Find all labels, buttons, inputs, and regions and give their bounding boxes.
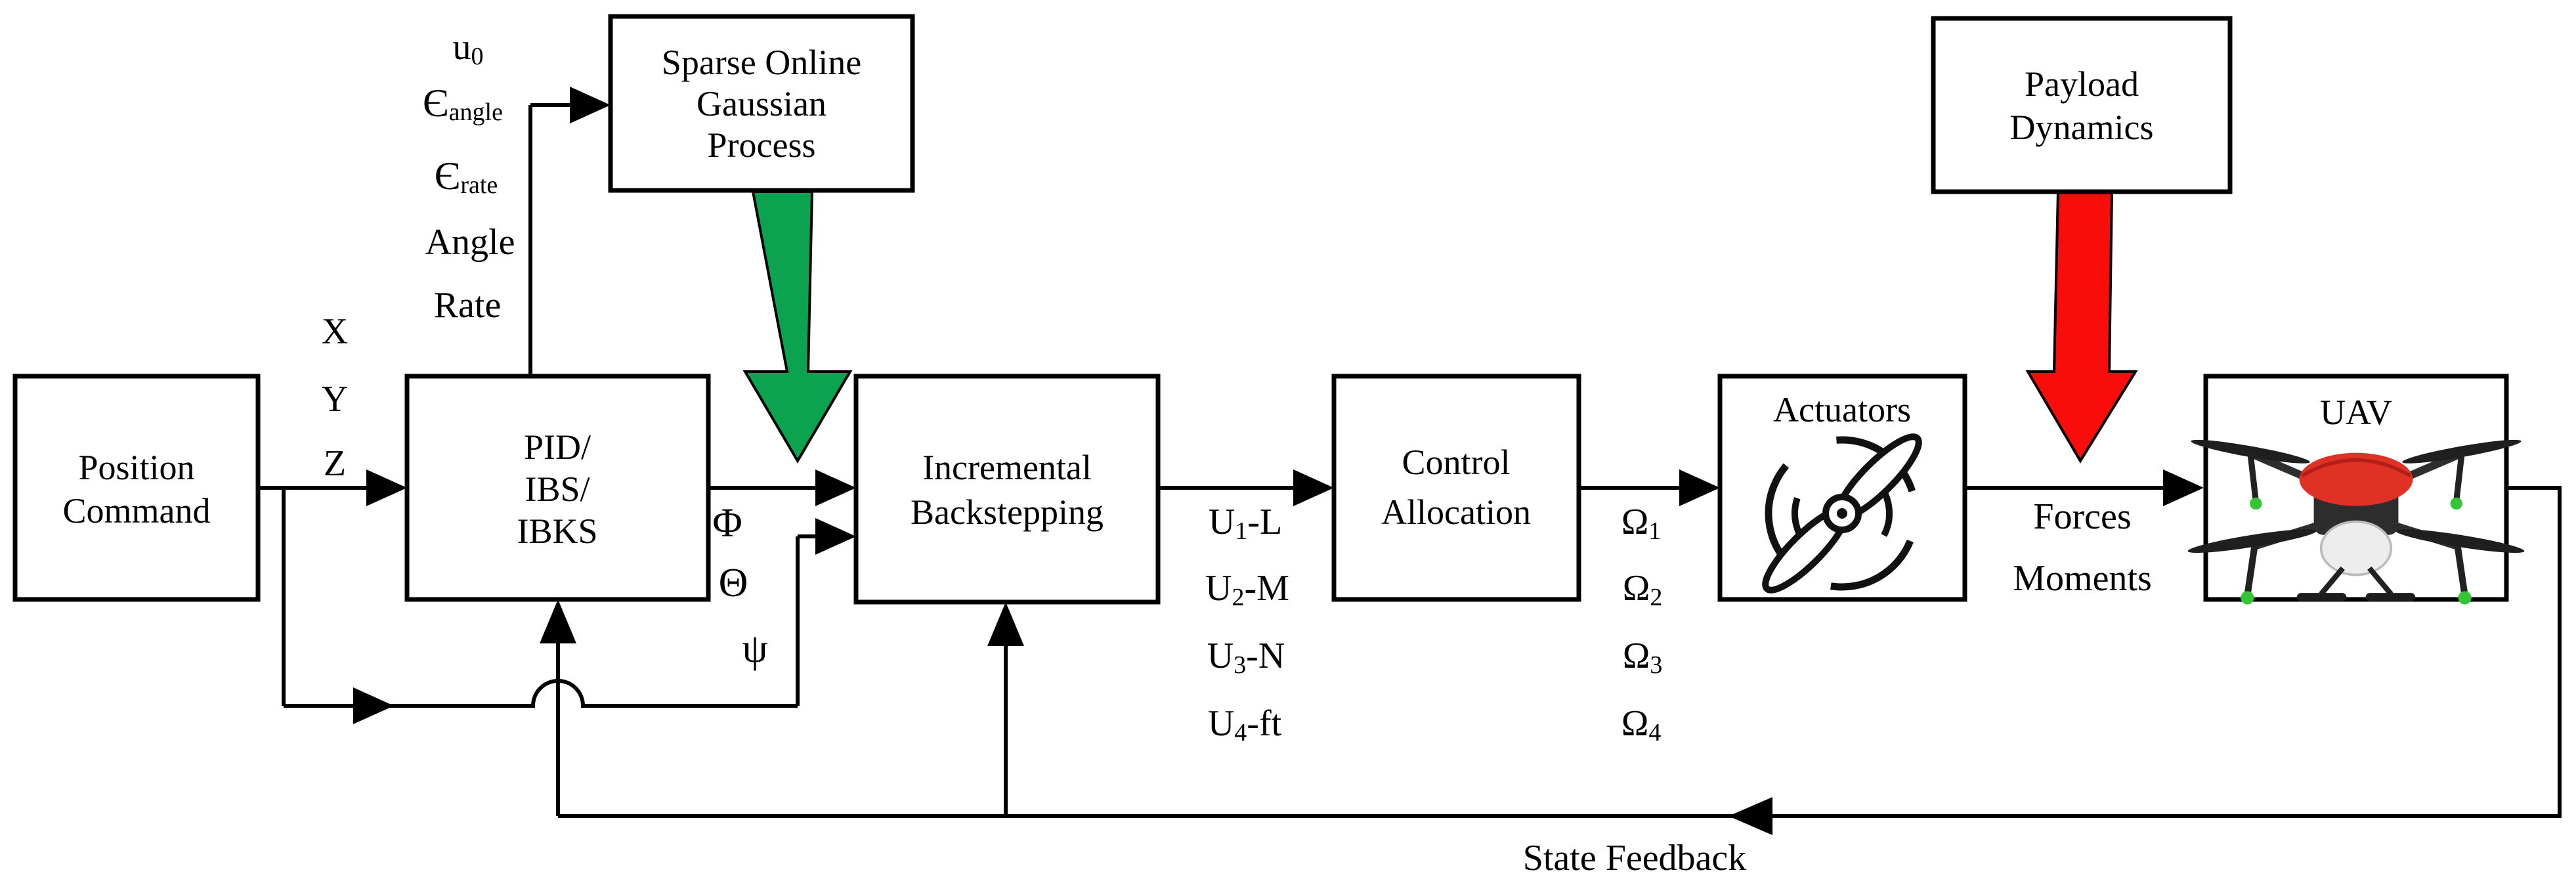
signal-angle: Angle [425,222,515,263]
signal-rate: Rate [434,285,502,326]
sogp-label: Sparse Online [662,43,861,82]
sogp-label: Process [708,125,816,165]
incremental-backstepping-box [853,374,1161,605]
drone-propeller [2402,439,2522,464]
uav-label: UAV [2320,393,2392,432]
signal-omega1: Ω1 [1621,502,1662,545]
signal-u0: u0 [453,27,484,70]
drone-motor-leg [2453,453,2465,502]
arrowhead-into-actuators [1679,469,1720,506]
arrowhead-feedback-into-ib [987,602,1024,646]
control-allocation-label: Control [1402,443,1510,482]
actuators-label: Actuators [1773,390,1911,429]
controller-box [404,374,711,602]
propeller-hub-center [1837,508,1847,519]
signal-phi: Φ [712,501,742,546]
signal-theta: Θ [719,561,748,605]
wire-state-feedback [558,486,2562,818]
drone-foot-tip [2458,591,2472,605]
state-feedback-label: State Feedback [1523,838,1747,878]
signal-u1: U1-L [1209,502,1282,545]
drone-skid-strut [2367,566,2394,596]
drone-propeller [2187,529,2317,553]
drone-skid [2365,593,2416,601]
arrowhead-state-feedback [1728,797,1772,835]
controller-label: IBKS [517,511,597,551]
propeller-swirl-outer [1765,436,1920,591]
drone-motor-leg [2247,453,2259,502]
incremental-backstepping-label: Backstepping [911,492,1104,532]
actuators-box [1717,374,1967,602]
signal-z: Z [324,443,346,484]
propeller-blades [1762,433,1922,594]
drone-propeller [2191,439,2310,464]
drone-foot-tip [2241,591,2254,605]
block-labels: Position Command PID/ IBS/ IBKS Sparse O… [63,43,2393,551]
arrowhead-into-uav [2163,469,2204,506]
signal-omega3: Ω3 [1623,636,1663,679]
arrowhead-psi-into-ib [815,518,856,555]
payload-dynamics-label: Dynamics [2010,108,2154,147]
position-command-label: Position [78,448,194,487]
position-command-label: Command [63,491,211,530]
drone-skid [2296,593,2347,601]
arrowhead-into-ib [815,469,856,506]
signal-forces: Forces [2033,496,2131,537]
drone-canopy-seam [2300,458,2412,478]
drone-tank [2319,520,2393,576]
drone-propeller [2395,529,2525,553]
arrowhead-psi-midline [353,687,394,724]
signal-labels: u0 Єangle Єrate Angle Rate X Y Z Φ Θ ψ U… [322,27,2152,878]
signal-moments: Moments [2013,558,2152,599]
signal-epsilon-rate: Єrate [435,154,498,199]
green-block-arrow-sogp-to-controller [742,190,853,464]
signal-y: Y [322,379,348,420]
arrowhead-into-pid [366,469,407,506]
control-allocation-box [1331,374,1581,602]
drone-skid-strut [2319,566,2345,596]
quadcopter-drone-image [2187,439,2525,605]
arrowhead-feedback-into-pid [540,599,576,643]
drone-foot-tip [2250,497,2262,510]
arrowhead-into-sogp [570,87,611,123]
signal-x: X [322,311,348,352]
arrowhead-into-ca [1293,469,1334,506]
signal-psi: ψ [742,626,768,671]
position-command-box [12,374,261,602]
controller-label: IBS/ [525,469,590,509]
signal-u3: U3-N [1207,636,1285,679]
drone-foot-tip [2450,497,2462,510]
control-allocation-label: Allocation [1381,492,1531,532]
signal-epsilon-angle: Єangle [423,81,503,126]
red-block-arrow-payload-to-uav [2025,190,2138,464]
propeller-icon [1762,433,1922,594]
controller-label: PID/ [524,427,591,467]
drone-motor-leg [2454,545,2468,596]
signal-u4: U4-ft [1208,703,1282,746]
payload-dynamics-box [1931,16,2233,194]
signal-u2: U2-M [1205,568,1289,611]
signal-omega4: Ω4 [1621,703,1662,746]
sogp-box [608,14,915,193]
connectors [258,87,2562,835]
signal-omega2: Ω2 [1623,568,1663,611]
blocks [12,14,2509,605]
payload-dynamics-label: Payload [2025,64,2139,104]
incremental-backstepping-label: Incremental [922,448,1092,487]
drone-motor-leg [2244,545,2258,596]
sogp-label: Gaussian [697,84,826,123]
